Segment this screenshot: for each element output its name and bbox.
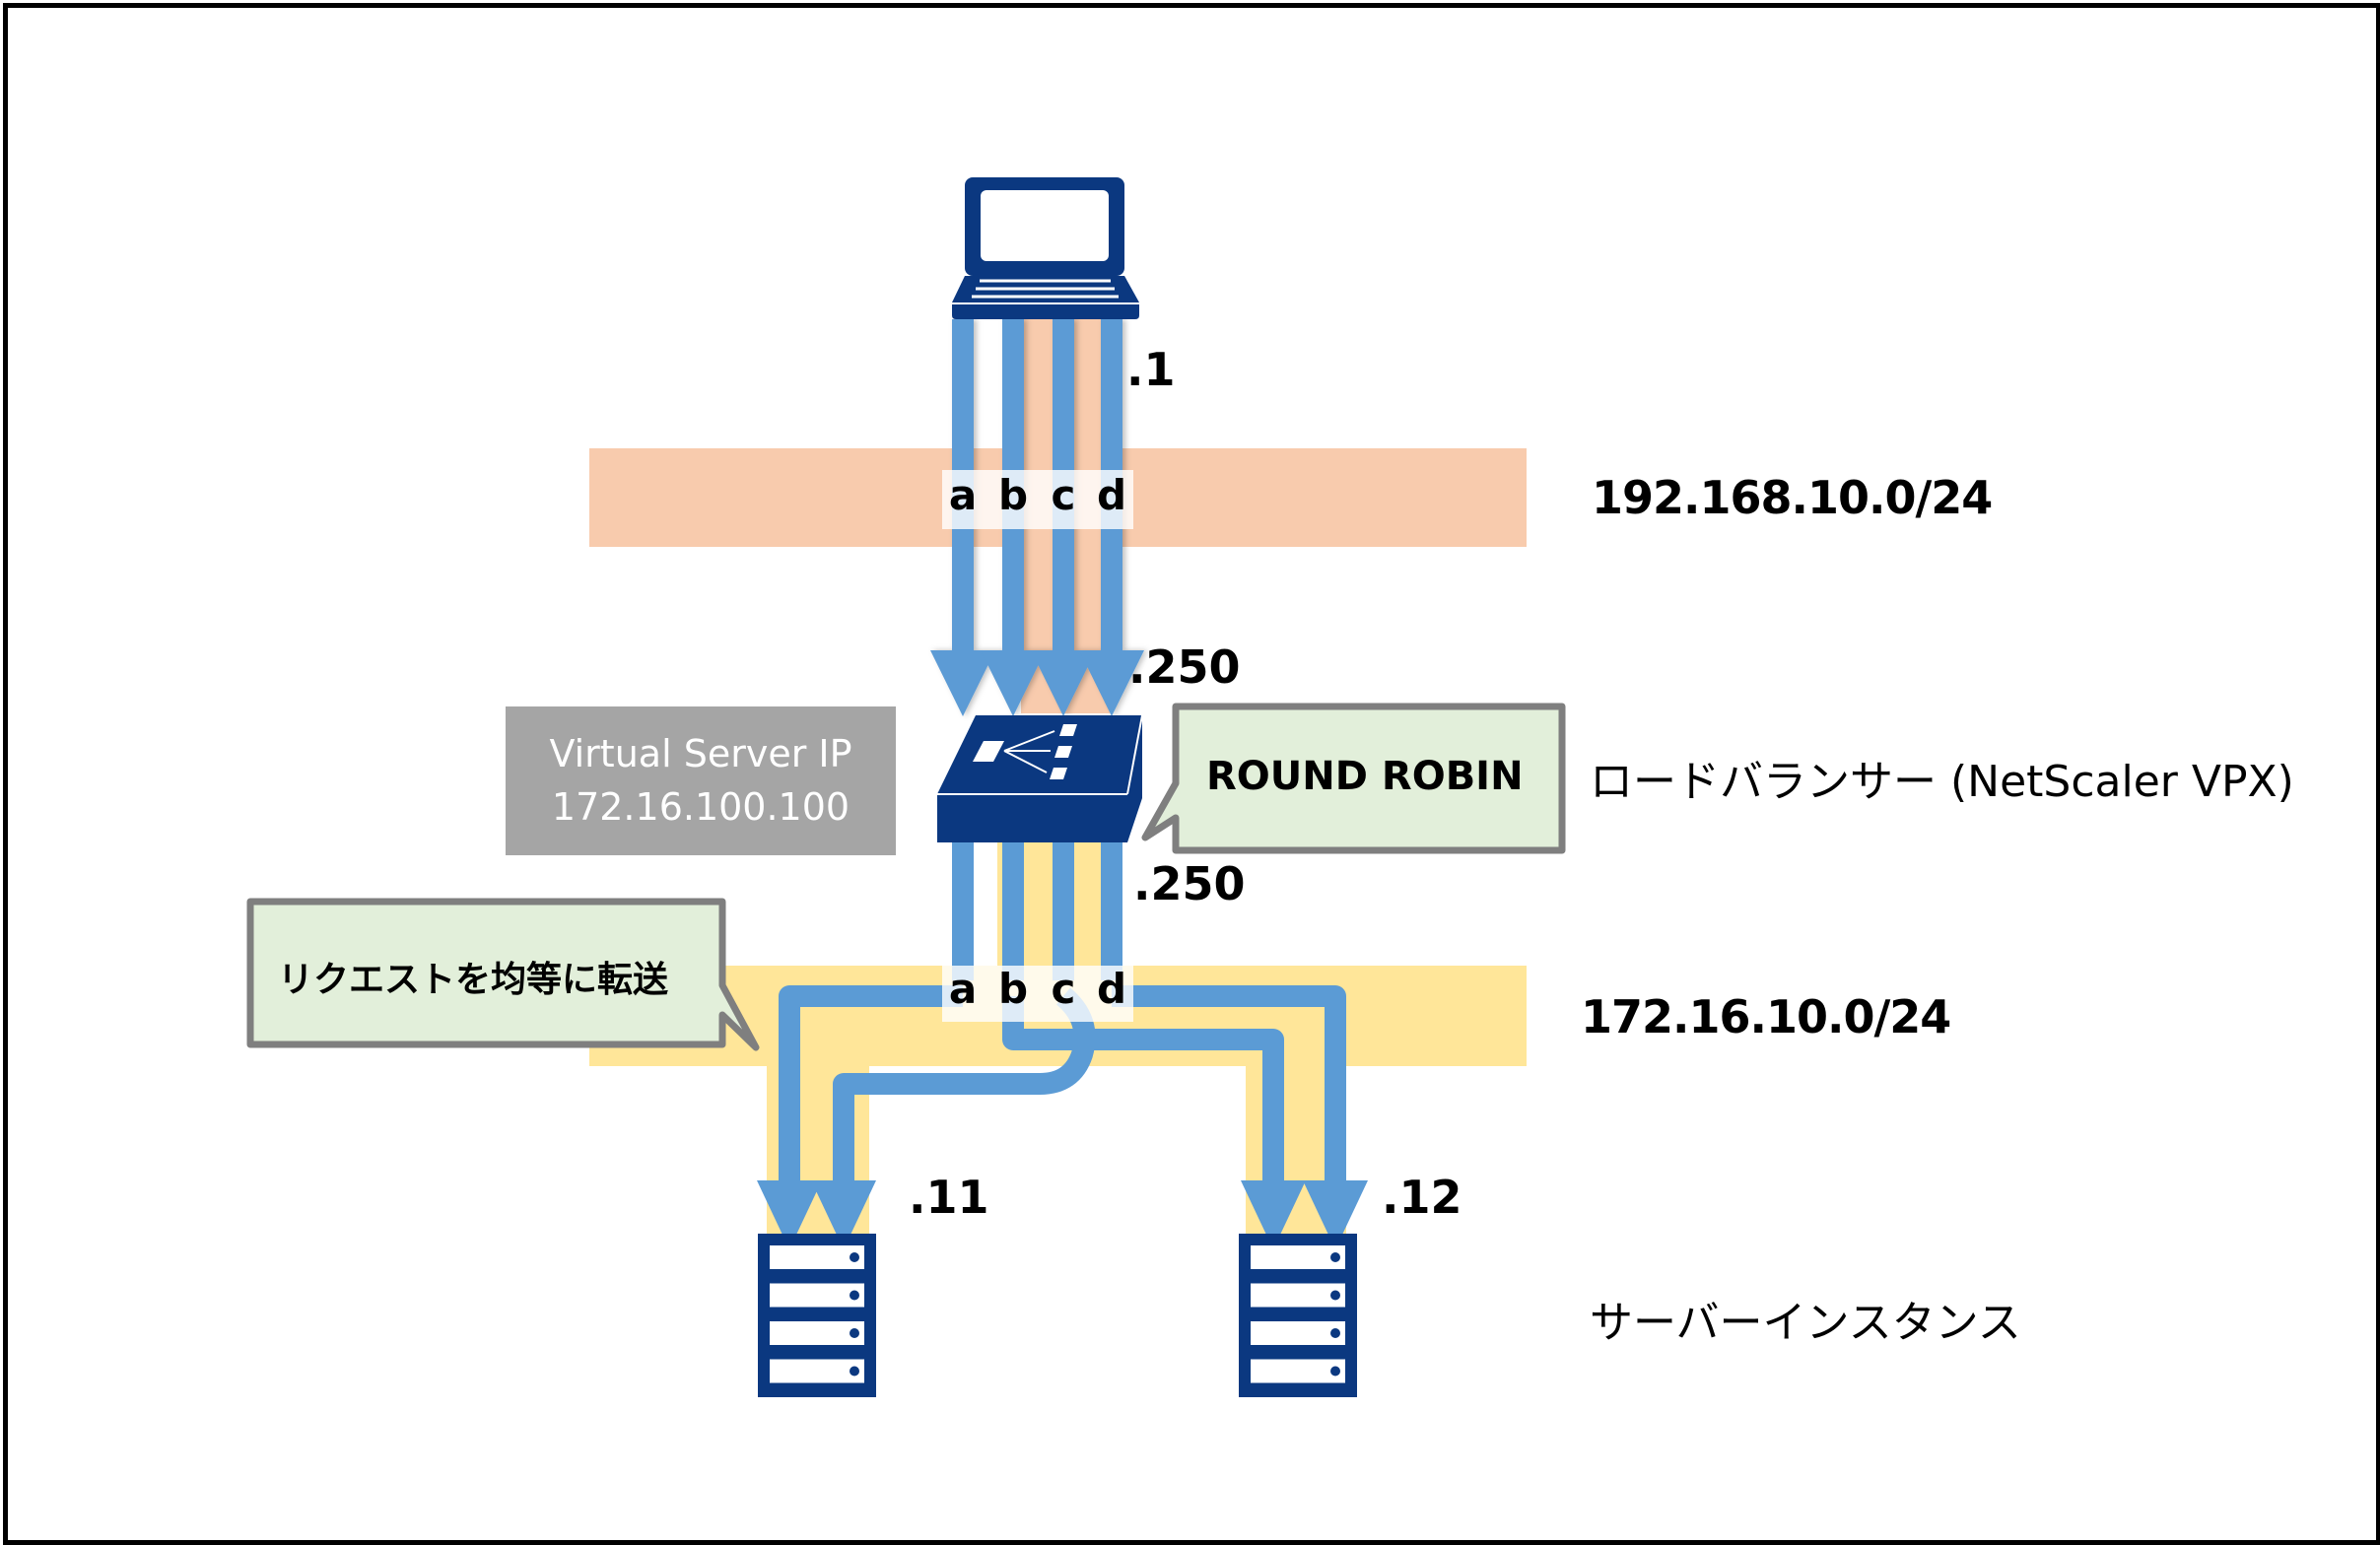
flow-stem-lower-c (1053, 842, 1074, 980)
flow-arrowhead-c (811, 1180, 876, 1249)
load-balancer-switch-icon (937, 714, 1143, 842)
distribution-callout: リクエストを均等に転送 (278, 960, 669, 1000)
server-11-ip-label: .11 (909, 1171, 989, 1224)
flow-arrowhead-d (1303, 1180, 1368, 1249)
server-icon-11 (758, 1234, 876, 1397)
server-icon-12 (1239, 1234, 1357, 1397)
diagram-frame (3, 3, 2380, 1545)
lb-lower-ip-label: .250 (1133, 857, 1246, 910)
client-ip-label: .1 (1126, 343, 1176, 396)
flow-stem-lower-d (1101, 842, 1122, 980)
virtual-server-ip-value: 172.16.100.100 (551, 784, 850, 829)
server-12-ip-label: .12 (1382, 1171, 1462, 1224)
virtual-server-ip-title: Virtual Server IP (549, 732, 852, 776)
server-instances-label: サーバーインスタンス (1590, 1298, 2021, 1348)
laptop-icon (952, 177, 1139, 319)
flow-route-a (779, 985, 963, 1182)
round-robin-callout-shape (1141, 703, 1566, 854)
flow-label-bg-lower (942, 966, 1133, 1022)
round-robin-callout: ROUND ROBIN (1206, 754, 1524, 799)
flow-label-b-lower: b (997, 965, 1029, 1013)
flow-stem-lower-a (952, 842, 974, 980)
virtual-server-ip-box: Virtual Server IP 172.16.100.100 (506, 706, 896, 855)
distribution-callout-shape (246, 898, 760, 1051)
lb-upper-ip-label: .250 (1128, 640, 1241, 694)
flow-label-bg-upper (942, 470, 1133, 529)
flow-label-a-upper: a (948, 471, 978, 519)
flow-label-c-upper: c (1051, 471, 1076, 519)
flow-label-b-upper: b (997, 471, 1029, 519)
lower-network-cidr: 172.16.10.0/24 (1581, 990, 1951, 1043)
flow-route-d (1112, 985, 1346, 1182)
flow-label-d-upper: d (1096, 471, 1127, 519)
upper-network-cidr: 192.168.10.0/24 (1592, 471, 1993, 524)
flow-label-d-lower: d (1096, 965, 1127, 1013)
flow-arrowhead-b (1241, 1180, 1306, 1249)
flow-label-a-lower: a (948, 965, 978, 1013)
flow-label-c-lower: c (1051, 965, 1076, 1013)
flow-stem-lower-b (1002, 842, 1024, 980)
flow-arrowhead-a (757, 1180, 822, 1249)
load-balancer-label: ロードバランサー (NetScaler VPX) (1590, 757, 2294, 807)
